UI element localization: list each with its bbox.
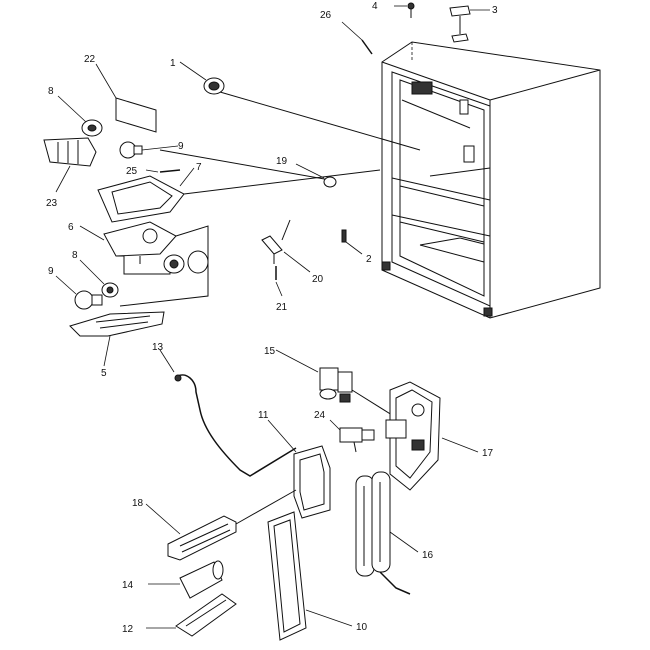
callout-15: 15 bbox=[264, 346, 276, 357]
part-21-screw bbox=[275, 266, 283, 297]
callout-20: 20 bbox=[312, 274, 324, 285]
callout-14: 14 bbox=[122, 580, 134, 591]
part-18-filter-housing bbox=[145, 489, 297, 561]
callout-19: 19 bbox=[276, 156, 288, 167]
part-13-water-tube bbox=[159, 349, 297, 477]
callout-12: 12 bbox=[122, 624, 134, 635]
callout-17: 17 bbox=[482, 448, 494, 459]
part-10-panel bbox=[267, 511, 353, 641]
callout-7: 7 bbox=[196, 162, 202, 173]
callout-22: 22 bbox=[84, 54, 96, 65]
callout-5: 5 bbox=[101, 368, 107, 379]
callout-8-lower: 8 bbox=[72, 250, 78, 261]
callout-4: 4 bbox=[372, 1, 378, 12]
callout-labels: 1 2 3 4 5 6 7 8 8 9 9 10 11 12 13 14 15 … bbox=[46, 1, 498, 635]
part-19-grommet bbox=[295, 163, 337, 188]
callout-1: 1 bbox=[170, 58, 176, 69]
part-26-screw bbox=[341, 21, 373, 55]
part-25-screw bbox=[145, 169, 181, 173]
part-4-screw bbox=[394, 2, 415, 18]
part-6-light-socket-assembly bbox=[79, 221, 209, 307]
callout-9-upper: 9 bbox=[178, 141, 184, 152]
callout-18: 18 bbox=[132, 498, 144, 509]
callout-6: 6 bbox=[68, 222, 74, 233]
callout-21: 21 bbox=[276, 302, 288, 313]
part-22-label bbox=[95, 63, 157, 133]
callout-16: 16 bbox=[422, 550, 434, 561]
part-3-hinge bbox=[449, 5, 490, 43]
part-15-water-valve bbox=[275, 349, 401, 421]
part-24-fitting bbox=[329, 419, 375, 453]
part-12-filter-cap bbox=[146, 593, 237, 637]
part-7-light-housing bbox=[97, 149, 381, 223]
callout-2: 2 bbox=[366, 254, 372, 265]
part-5-light-shield bbox=[69, 311, 165, 367]
part-9-bulb-lower bbox=[55, 275, 103, 310]
part-2-clip bbox=[341, 229, 363, 255]
part-9-bulb-upper bbox=[119, 141, 179, 159]
part-14-filter-cartridge bbox=[148, 560, 224, 599]
part-23-light-lens bbox=[43, 137, 97, 193]
part-16-heater bbox=[355, 471, 419, 595]
part-11-bracket bbox=[267, 419, 331, 519]
part-8-socket-upper bbox=[57, 95, 103, 137]
callout-3: 3 bbox=[492, 5, 498, 16]
callout-26: 26 bbox=[320, 10, 332, 21]
callout-25: 25 bbox=[126, 166, 138, 177]
callout-24: 24 bbox=[314, 410, 326, 421]
part-20-bracket bbox=[261, 219, 311, 273]
part-8-socket-lower bbox=[79, 259, 119, 298]
callout-13: 13 bbox=[152, 342, 164, 353]
part-17-dispenser-assembly bbox=[385, 381, 479, 491]
callout-23: 23 bbox=[46, 198, 58, 209]
refrigerator-cabinet bbox=[381, 41, 601, 319]
callout-9-lower: 9 bbox=[48, 266, 54, 277]
callout-11: 11 bbox=[258, 410, 269, 421]
part-1-grommet bbox=[179, 61, 421, 151]
callout-10: 10 bbox=[356, 622, 368, 633]
callout-8-upper: 8 bbox=[48, 86, 54, 97]
